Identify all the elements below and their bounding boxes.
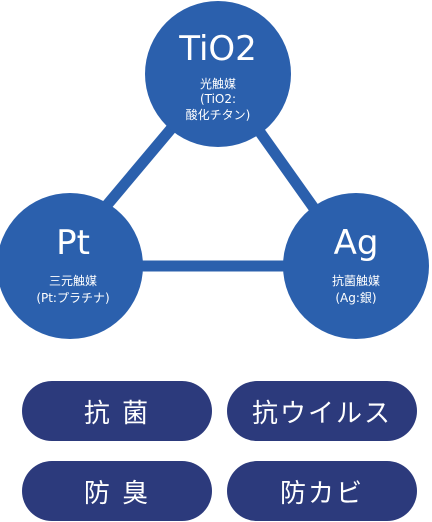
node-pt-circle [0,193,143,339]
node-tio2-line1: 光触媒 [200,77,236,91]
node-ag-title: Ag [334,223,379,263]
node-ag-line2: (Ag:銀) [335,291,376,305]
feature-deodorize-badge: 防 臭 [22,461,212,521]
node-tio2-title: TiO2 [178,29,257,69]
feature-antivirus-badge: 抗ウイルス [227,381,417,441]
node-tio2: TiO2 光触媒 (TiO2: 酸化チタン) [145,1,291,147]
node-tio2-line2: (TiO2: [200,92,236,106]
node-ag-circle [283,193,429,339]
node-tio2-line3: 酸化チタン) [186,107,251,122]
node-pt-line1: 三元触媒 [49,274,97,288]
node-pt: Pt 三元触媒 (Pt:プラチナ) [0,193,143,339]
feature-antimold-badge: 防カビ [227,461,417,521]
node-pt-title: Pt [56,223,90,263]
node-pt-line2: (Pt:プラチナ) [36,291,109,305]
node-tio2-circle [145,1,291,147]
feature-antibacterial-badge: 抗 菌 [22,381,212,441]
node-ag-line1: 抗菌触媒 [332,273,380,288]
node-ag: Ag 抗菌触媒 (Ag:銀) [283,193,429,339]
